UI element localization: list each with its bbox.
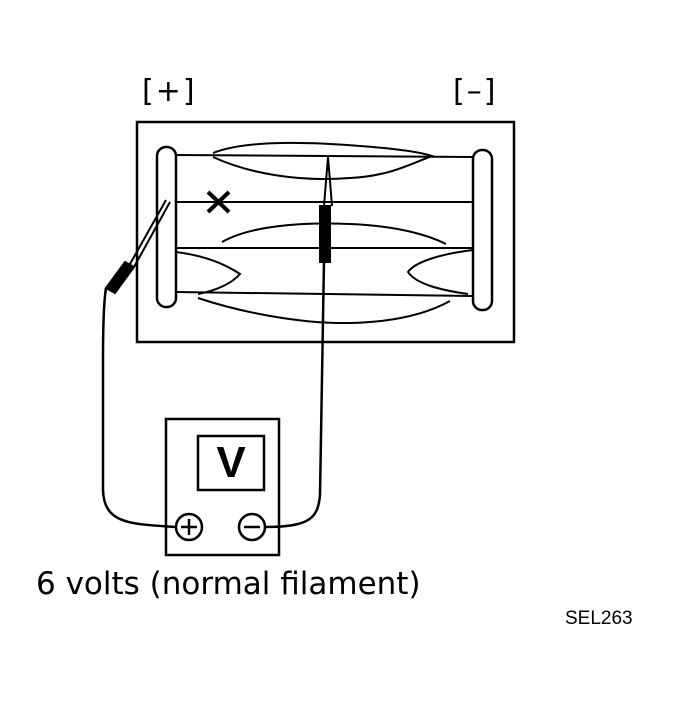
filament-line bbox=[175, 154, 474, 158]
heated-area bbox=[212, 142, 436, 181]
voltmeter bbox=[164, 417, 281, 557]
voltmeter-symbol: V bbox=[216, 438, 246, 487]
heated-area bbox=[406, 249, 474, 295]
window-glass bbox=[135, 120, 516, 344]
negative-probe bbox=[319, 156, 333, 263]
negative-test-lead bbox=[264, 259, 326, 529]
positive-test-lead bbox=[101, 287, 177, 529]
heated-area bbox=[175, 251, 242, 295]
negative-bus-bar bbox=[471, 148, 494, 312]
voltmeter-display bbox=[196, 434, 266, 492]
diagram-caption: 6 volts (normal filament) bbox=[36, 566, 421, 602]
plus-circle-icon bbox=[174, 512, 204, 542]
heated-area bbox=[197, 297, 451, 325]
minus-circle-icon bbox=[237, 512, 267, 542]
negative-terminal-label: [–] bbox=[453, 74, 498, 109]
x-mark-icon bbox=[206, 190, 231, 214]
positive-terminal-label: [+] bbox=[142, 74, 197, 109]
positive-bus-bar bbox=[155, 145, 178, 309]
heated-area bbox=[221, 222, 447, 245]
positive-probe bbox=[104, 199, 171, 295]
figure-code: SEL263 bbox=[565, 608, 633, 629]
heated-areas bbox=[175, 142, 474, 325]
